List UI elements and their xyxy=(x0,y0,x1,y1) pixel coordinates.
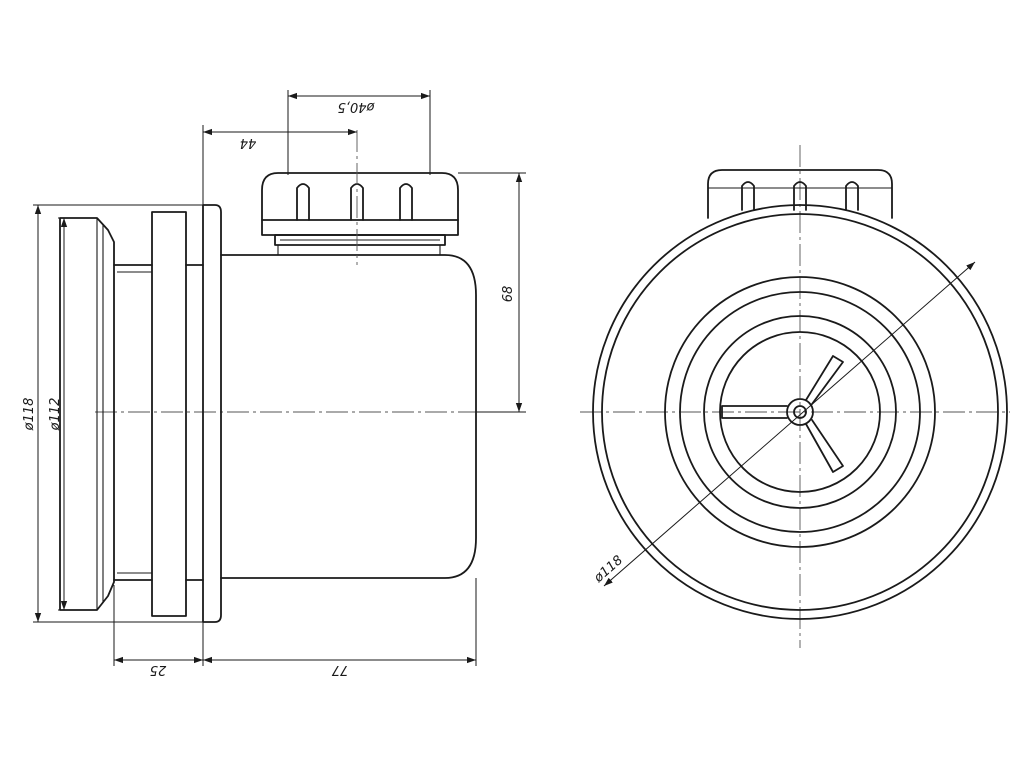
front-cap-nut xyxy=(707,169,893,219)
outer-ring xyxy=(592,204,1008,620)
dim-flange-inner-diameter: ø112 xyxy=(48,398,63,432)
grille-spokes xyxy=(721,355,844,473)
main-body xyxy=(220,254,477,579)
dim-front-outer-diameter: ø118 xyxy=(591,553,626,586)
flange-nut-ring xyxy=(151,211,187,617)
dim-nut-diameter: ø40,5 xyxy=(338,99,376,114)
dim-nozzle-offset: 44 xyxy=(240,135,257,150)
cap-nut xyxy=(261,172,459,246)
dim-flange-length: 25 xyxy=(150,662,167,677)
outer-ring-inner-edge xyxy=(601,213,999,611)
dim-nozzle-height: 68 xyxy=(501,286,516,303)
outer-flange-disc xyxy=(59,217,115,611)
dim-flange-outer-diameter: ø118 xyxy=(22,398,37,432)
mounting-plate xyxy=(202,204,222,623)
front-view: ø118 xyxy=(580,145,1010,648)
side-view xyxy=(59,130,500,623)
dim-body-length: 77 xyxy=(331,662,348,677)
side-view-dimensions: ø40,5 44 68 ø118 ø112 25 77 xyxy=(22,90,526,677)
